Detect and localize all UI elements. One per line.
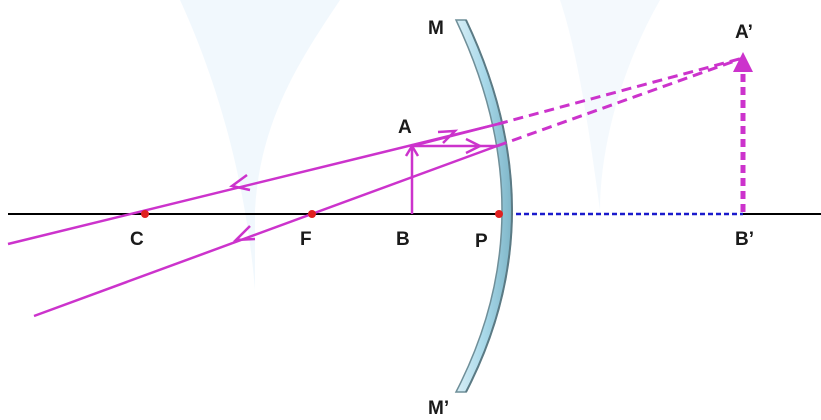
- concave-mirror: [454, 19, 513, 393]
- mirror-back-edge: [465, 19, 513, 393]
- label-mirror-bottom: M’: [428, 398, 449, 419]
- label-focus: F: [300, 229, 312, 250]
- point-f: [308, 210, 316, 218]
- reflected-ray-through-focus: [33, 144, 498, 318]
- label-pole: P: [475, 231, 488, 252]
- virtual-extension-1: [496, 56, 744, 148]
- label-object-base: B: [396, 229, 410, 250]
- point-p: [495, 210, 503, 218]
- incident-ray-parallel-arrow: [465, 137, 483, 155]
- label-image-top: A’: [735, 22, 753, 43]
- reflected-ray-center-arrow: [229, 173, 251, 192]
- virtual-extension-2: [497, 56, 744, 126]
- reflected-ray-focus-arrow: [232, 225, 256, 242]
- background-watermark: [180, 0, 340, 290]
- point-c: [141, 210, 149, 218]
- virtual-image-arrowhead: [733, 52, 753, 72]
- reflected-ray-through-center: [7, 122, 499, 246]
- incident-ray-oblique-arrow: [437, 129, 459, 144]
- label-mirror-top: M: [428, 18, 444, 39]
- label-object-top: A: [398, 117, 412, 138]
- label-image-base: B’: [735, 229, 754, 250]
- label-center-of-curvature: C: [130, 229, 144, 250]
